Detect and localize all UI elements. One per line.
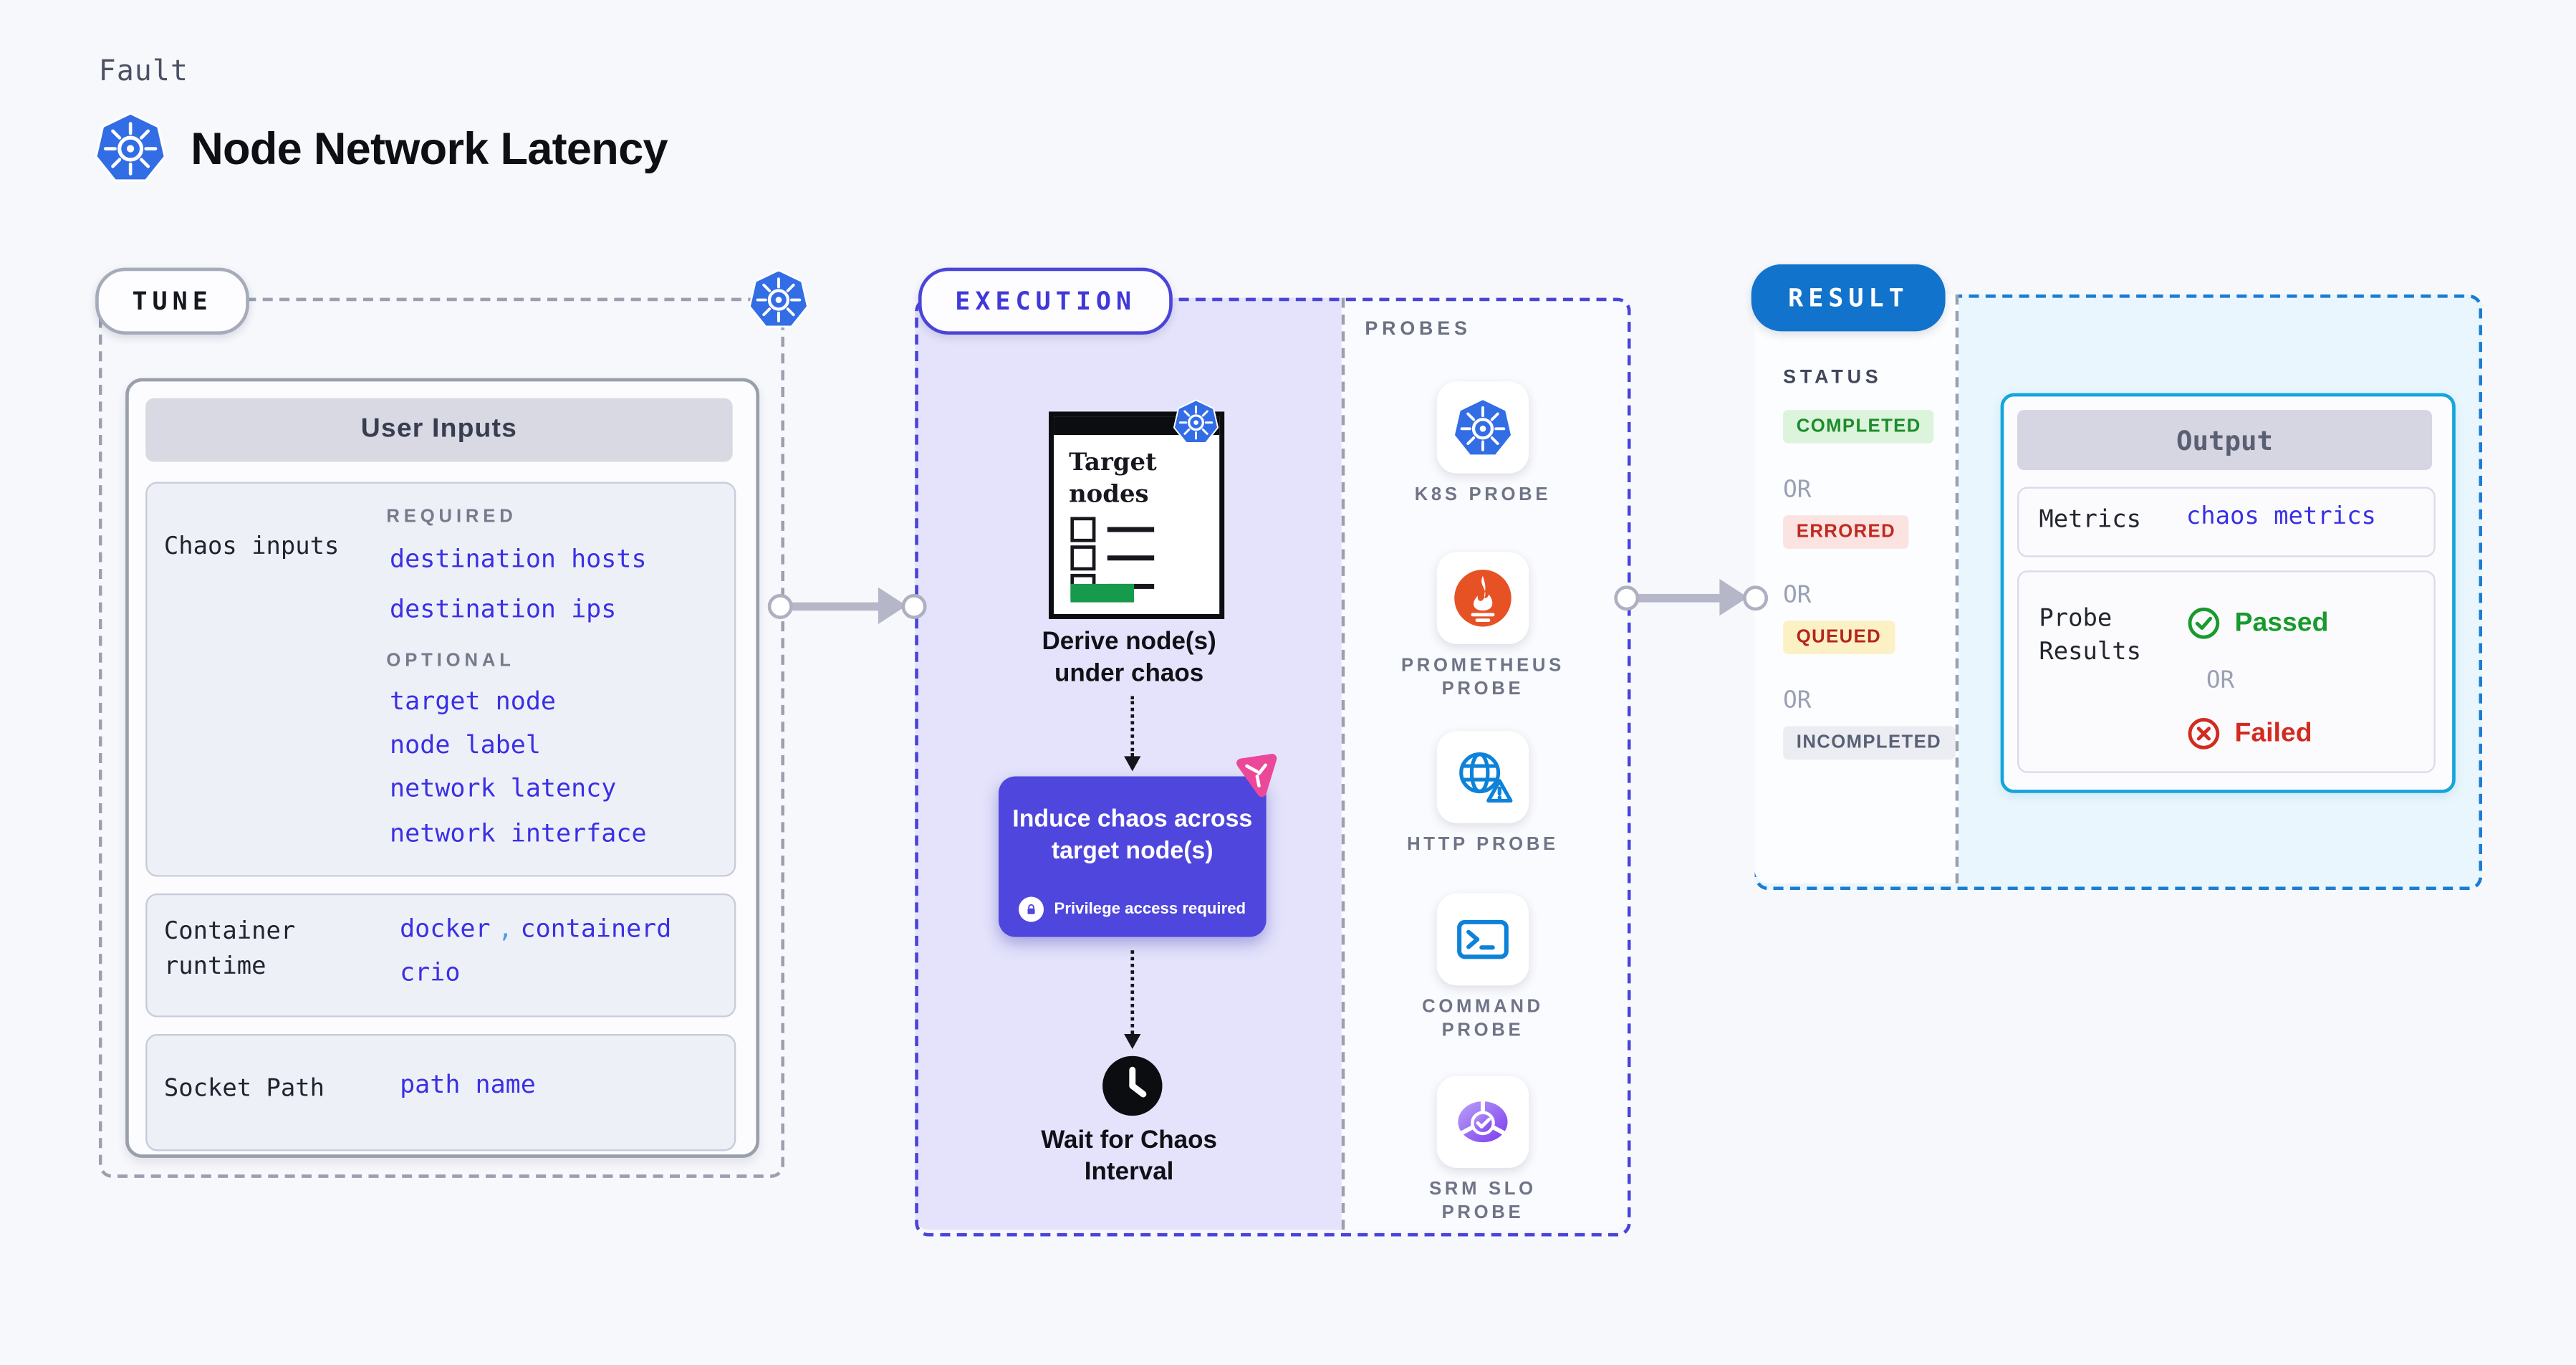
prometheus-probe-card: [1436, 552, 1529, 644]
arrow-shaft: [789, 601, 882, 610]
flow-connector: [1130, 696, 1135, 757]
kubernetes-icon: [1173, 398, 1219, 445]
srm-slo-probe-card: [1436, 1076, 1529, 1168]
http-globe-warning-icon: [1452, 746, 1514, 808]
runtime-crio[interactable]: crio: [400, 957, 461, 987]
terminal-icon: [1452, 909, 1514, 970]
probes-label: PROBES: [1365, 319, 1471, 340]
connector-dot: [1743, 585, 1769, 610]
status-badge-completed: COMPLETED: [1783, 410, 1935, 444]
input-target-node[interactable]: target node: [390, 686, 557, 717]
or-separator: OR: [1783, 582, 1812, 609]
execution-to-result-arrow: [1614, 578, 1769, 616]
privilege-note: Privilege access required: [999, 896, 1267, 922]
derive-step-label: Derive node(s) under chaos: [1042, 627, 1216, 688]
arrow-head: [1124, 1034, 1141, 1050]
status-badge-incompleted: INCOMPLETED: [1783, 726, 1955, 760]
runtime-containerd[interactable]: containerd: [520, 913, 672, 944]
node-checkbox-row: [1070, 545, 1155, 571]
tune-panel: [98, 297, 785, 1178]
probe-results-row: Probe Results Passed OR Failed: [2017, 570, 2436, 773]
connector-dot: [1614, 585, 1640, 610]
user-inputs-title: User Inputs: [145, 398, 733, 462]
socket-path-label: Socket Path: [163, 1076, 325, 1103]
lock-icon: [1019, 896, 1044, 922]
or-separator: OR: [1783, 476, 1812, 504]
socket-path-section: Socket Path path name: [145, 1034, 736, 1151]
node-checkbox-row: [1070, 517, 1155, 542]
failed-result: Failed: [2186, 716, 2312, 751]
arrow-head: [1124, 756, 1141, 772]
checkbox-icon: [1070, 545, 1096, 571]
status-label: STATUS: [1783, 368, 1883, 388]
input-destination-hosts[interactable]: destination hosts: [390, 543, 647, 574]
passed-result: Passed: [2186, 605, 2328, 641]
tune-to-execution-arrow: [767, 587, 927, 624]
x-circle-icon: [2186, 716, 2221, 751]
check-circle-icon: [2186, 605, 2221, 641]
induce-chaos-step: Induce chaos across target node(s) Privi…: [998, 776, 1267, 937]
status-column: [1754, 294, 1959, 883]
page-title: Node Network Latency: [191, 123, 668, 174]
fault-label: Fault: [98, 55, 189, 89]
line-placeholder: [1107, 527, 1155, 532]
runtime-separator: ,: [497, 913, 514, 944]
http-probe-card: [1436, 731, 1529, 823]
kubernetes-icon: [748, 268, 809, 330]
input-network-interface[interactable]: network interface: [390, 818, 647, 848]
status-badge-errored: ERRORED: [1783, 515, 1909, 549]
input-destination-ips[interactable]: destination ips: [390, 593, 617, 624]
input-node-label[interactable]: node label: [390, 729, 541, 760]
chaos-inputs-section: Chaos inputs REQUIRED destination hosts …: [145, 482, 736, 877]
connector-dot: [901, 593, 927, 618]
prometheus-icon: [1452, 567, 1514, 629]
wait-step-label: Wait for Chaos Interval: [1041, 1126, 1218, 1187]
status-badge-queued: QUEUED: [1783, 621, 1895, 654]
target-nodes-line2: nodes: [1069, 480, 1149, 509]
required-label: REQUIRED: [386, 507, 517, 527]
container-runtime-label: Container runtime: [163, 918, 296, 981]
optional-label: OPTIONAL: [386, 651, 515, 671]
connector-dot: [767, 593, 793, 618]
execution-panel: [915, 297, 1631, 1237]
line-placeholder: [1107, 555, 1155, 560]
input-network-latency[interactable]: network latency: [390, 772, 617, 803]
socket-path-value[interactable]: path name: [400, 1069, 536, 1100]
litmus-chaos-icon: [1233, 753, 1279, 800]
metrics-label: Metrics: [2039, 507, 2142, 534]
http-probe-label: HTTP PROBE: [1407, 835, 1559, 856]
kubernetes-icon: [94, 110, 168, 184]
k8s-probe-card: [1436, 381, 1529, 474]
tune-pill: TUNE: [95, 267, 250, 335]
k8s-probe-label: K8S PROBE: [1414, 485, 1552, 506]
arrow-shaft: [1635, 593, 1724, 602]
kubernetes-icon: [1452, 396, 1514, 458]
execution-pill: EXECUTION: [918, 267, 1173, 335]
flow-connector: [1130, 950, 1135, 1035]
chaos-inputs-label: Chaos inputs: [163, 533, 340, 561]
metrics-value[interactable]: chaos metrics: [2186, 503, 2376, 531]
or-separator: OR: [2206, 667, 2235, 695]
srm-slo-icon: [1452, 1091, 1514, 1152]
container-runtime-section: Container runtime docker , containerd cr…: [145, 893, 736, 1017]
probe-results-label: Probe Results: [2039, 605, 2142, 666]
checkbox-icon: [1070, 517, 1096, 542]
command-probe-card: [1436, 893, 1529, 986]
selection-bar: [1070, 583, 1135, 603]
target-nodes-line1: Target: [1069, 448, 1157, 477]
clock-icon: [1100, 1054, 1164, 1118]
result-pill: RESULT: [1751, 264, 1946, 332]
or-separator: OR: [1783, 687, 1812, 715]
metrics-row: Metrics chaos metrics: [2017, 487, 2436, 557]
output-title: Output: [2017, 410, 2433, 471]
runtime-docker[interactable]: docker: [400, 913, 491, 944]
